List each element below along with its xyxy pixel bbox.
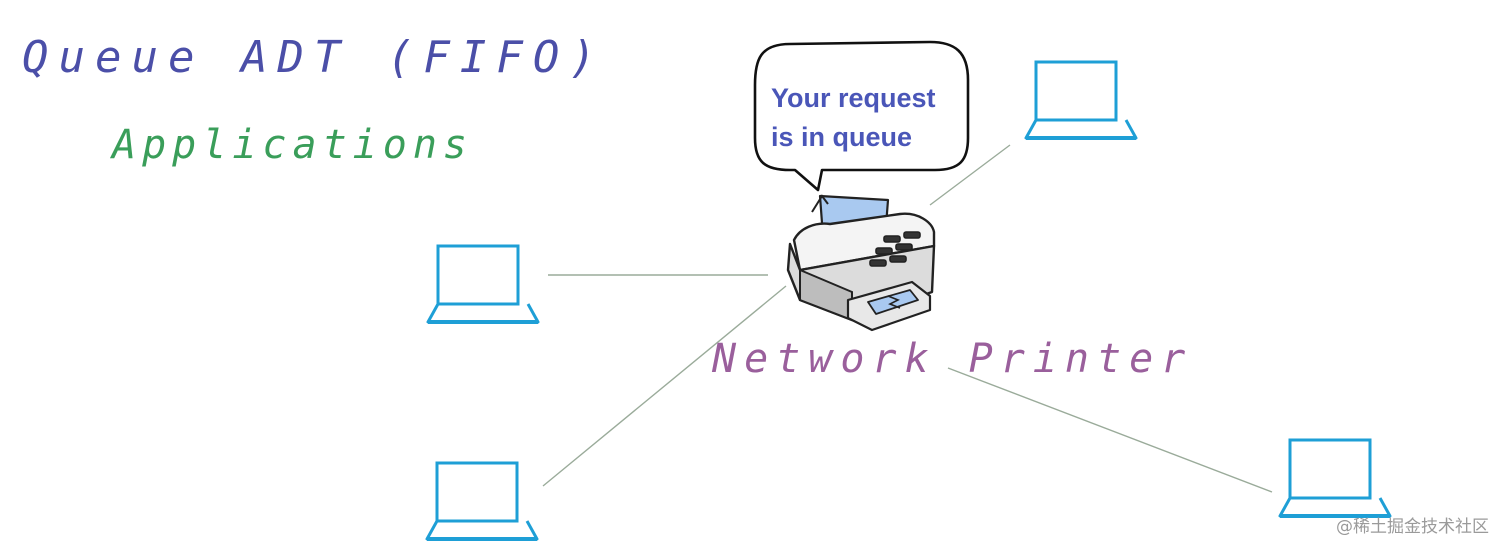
printer-top	[792, 212, 936, 272]
applications-subtitle: Applications	[109, 122, 473, 168]
laptop-icon	[1024, 60, 1138, 140]
printer-icon	[786, 194, 936, 332]
diagram-title: Queue ADT (FIFO)	[22, 32, 606, 83]
speech-bubble-line-2: is in queue	[771, 122, 912, 152]
connector-line	[542, 285, 787, 487]
speech-bubble: Your request is in queue	[753, 40, 970, 192]
laptop-icon	[1278, 438, 1392, 518]
speech-bubble-line-1: Your request	[771, 83, 936, 113]
connections	[542, 144, 1273, 493]
speech-bubble-outline	[753, 40, 970, 192]
laptop-icon	[425, 461, 539, 541]
laptop-icon	[426, 244, 540, 324]
watermark: @稀土掘金技术社区	[1336, 517, 1489, 537]
connector-line	[929, 144, 1011, 206]
network-printer-label: Network Printer	[711, 336, 1193, 382]
connector-line	[947, 367, 1273, 493]
